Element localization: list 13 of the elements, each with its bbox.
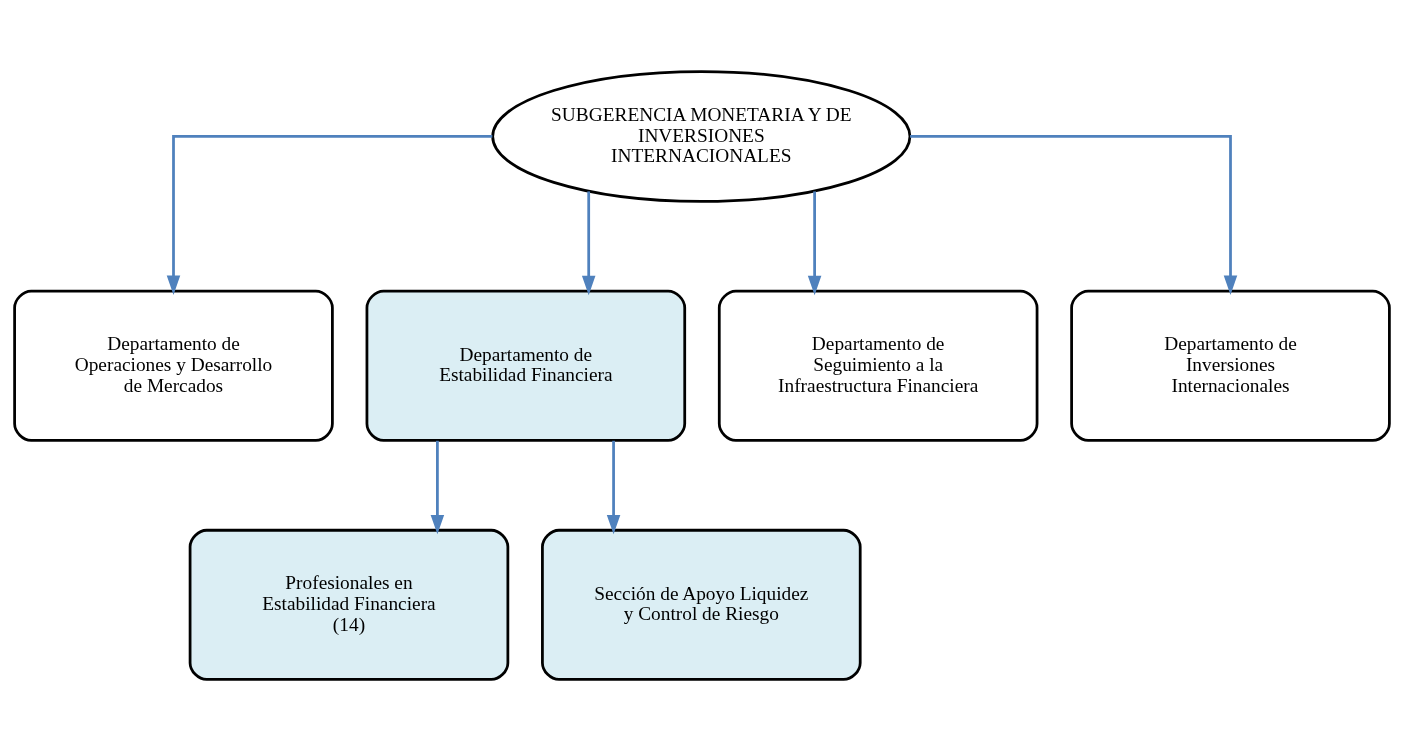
node-box: Departamento de Inversiones Internacionales bbox=[1070, 289, 1391, 442]
node-box: Sección de Apoyo Liquidez y Control de Riesgo bbox=[541, 528, 862, 681]
node-ellipse: SUBGERENCIA MONETARIA Y DE INVERSIONES INTERNACIONALES bbox=[491, 70, 912, 203]
arrow bbox=[581, 191, 596, 296]
node-box: Departamento de Operaciones y Desarrollo de Mercados bbox=[13, 289, 334, 442]
node-box: Departamento de Estabilidad Financiera bbox=[365, 289, 687, 442]
arrow bbox=[606, 440, 621, 535]
arrow bbox=[430, 440, 445, 535]
arrow bbox=[166, 135, 493, 295]
node-box: Profesionales en Estabilidad Financiera (14) bbox=[188, 528, 510, 681]
arrow bbox=[910, 135, 1238, 295]
arrow bbox=[807, 191, 822, 296]
node-box: Departamento de Seguimiento a la Infraestructura Financiera bbox=[717, 289, 1039, 442]
